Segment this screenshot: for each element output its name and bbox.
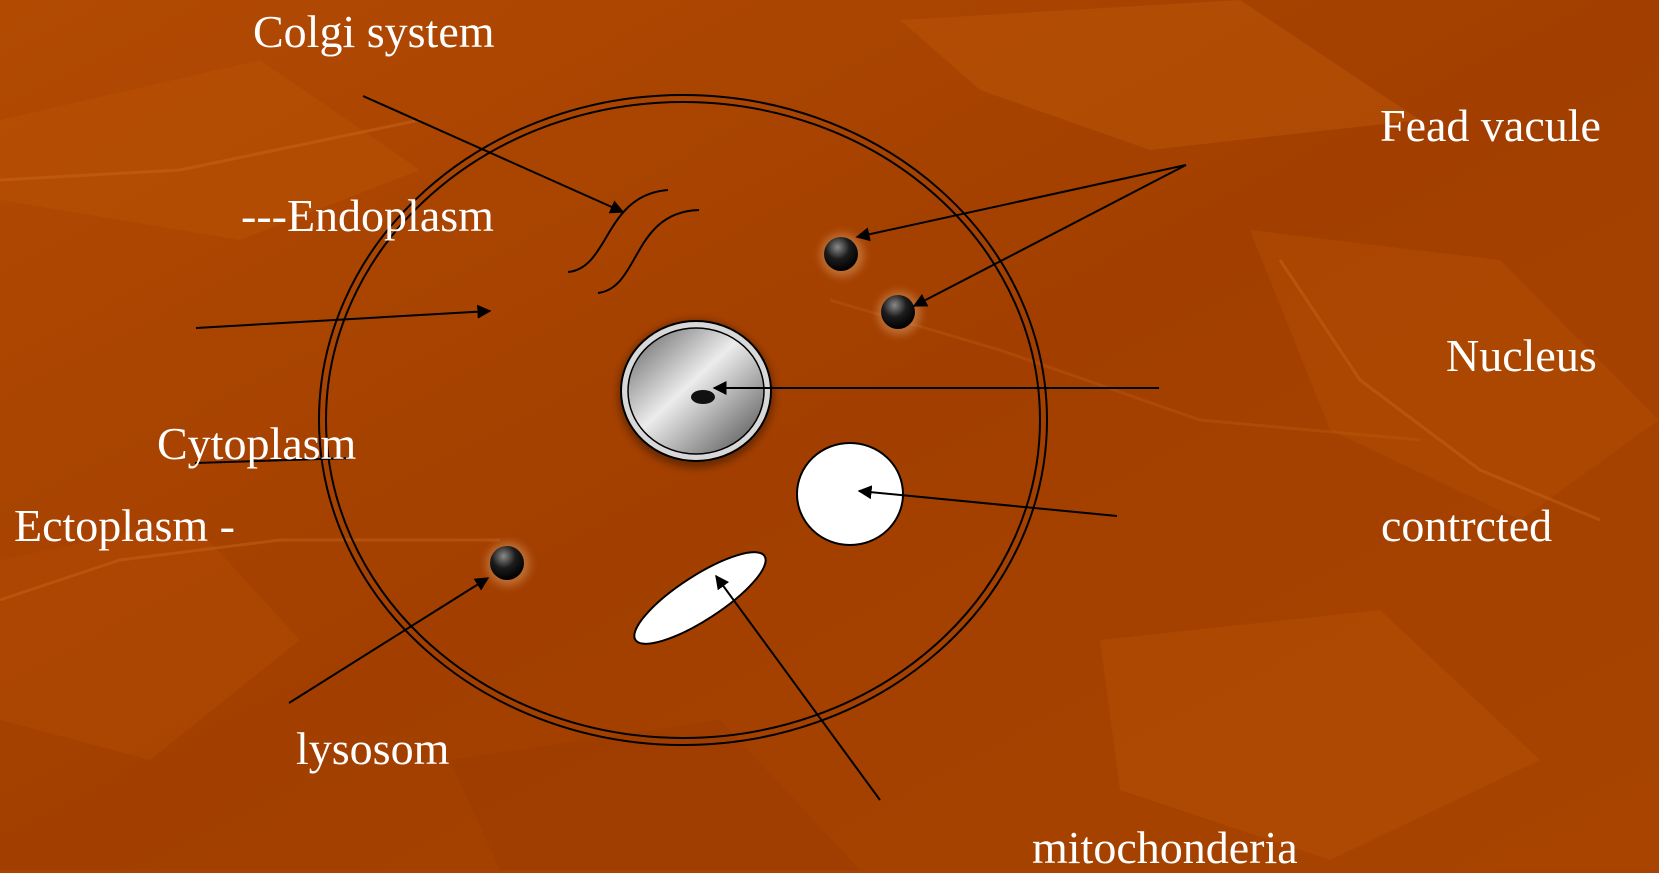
nucleus-label: Nucleus xyxy=(1446,333,1597,379)
golgi-label: Colgi system xyxy=(253,9,495,55)
food-vacuole-label: Fead vacule xyxy=(1380,103,1601,149)
lysosome-label: lysosom xyxy=(296,726,449,772)
endoplasm-label: ---Endoplasm xyxy=(241,193,494,239)
nucleolus xyxy=(691,390,715,404)
food-vacuole xyxy=(824,237,858,271)
nucleus xyxy=(628,328,764,454)
mitochondria-pointer-arrow xyxy=(716,576,880,800)
lysosome-pointer-arrow xyxy=(289,578,488,703)
food-vacuole-pointer-arrow xyxy=(857,165,1186,237)
contractile-vacuole-label: contrcted xyxy=(1381,503,1552,549)
ectoplasm-label: Ectoplasm - xyxy=(14,503,235,549)
food-vacuole-pointer-arrow xyxy=(914,165,1186,306)
mitochondrion xyxy=(623,538,776,659)
mitochondria-label: mitochonderia xyxy=(1032,825,1298,871)
food-vacuole xyxy=(881,295,915,329)
golgi-body xyxy=(598,210,699,293)
lysosome xyxy=(490,546,524,580)
cytoplasm-label: Cytoplasm xyxy=(157,421,356,467)
